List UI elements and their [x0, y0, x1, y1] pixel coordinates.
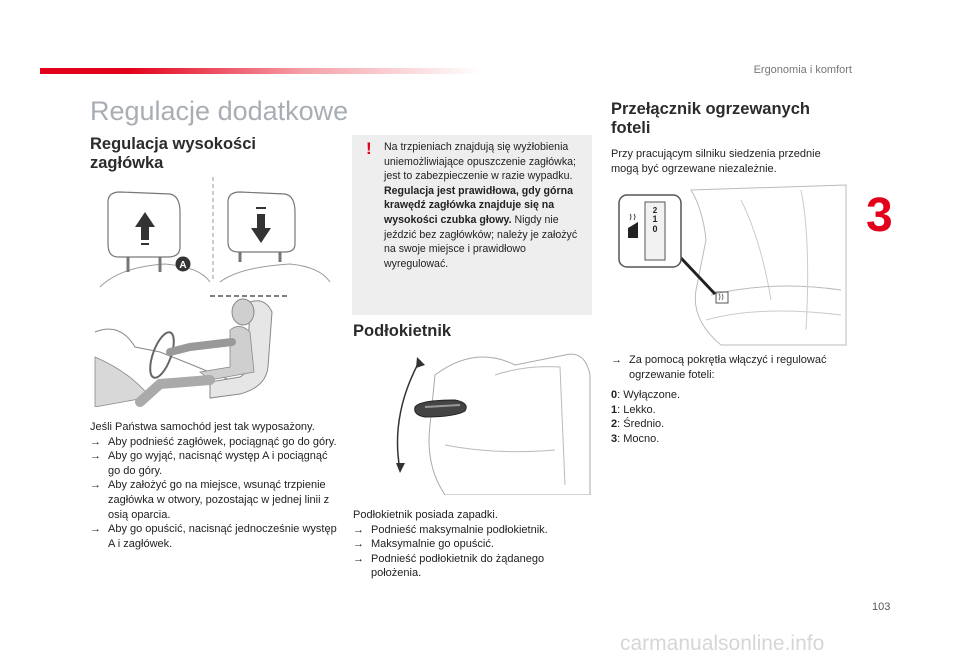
heating-intro: Przy pracującym silniku siedzenia przedn… — [611, 148, 821, 175]
list-item: →Maksymalnie go opuścić. — [353, 538, 494, 551]
label-a: A — [179, 260, 186, 271]
heating-illustration: 2 1 0 — [618, 184, 847, 346]
heating-levels: 0: Wyłączone. 1: Lekko. 2: Średnio. 3: M… — [611, 388, 811, 446]
bullet-arrow-icon: → — [90, 523, 101, 536]
headrest-text: Jeśli Państwa samochód jest tak wyposażo… — [90, 420, 340, 551]
bullet-arrow-icon: → — [611, 354, 622, 366]
header-red-bar — [40, 68, 480, 74]
bullet-arrow-icon: → — [353, 523, 364, 536]
warning-box — [352, 135, 592, 315]
warning-text: Na trzpieniach znajdują się wyżłobienia … — [384, 141, 578, 270]
warning-icon: ! — [366, 139, 372, 158]
bullet-arrow-icon: → — [90, 450, 101, 463]
heating-bullet: →Za pomocą pokrętła włączyć i regulować … — [611, 353, 851, 382]
label-a-circle — [175, 256, 191, 272]
list-item: →Podnieść podłokietnik do żądanego położ… — [353, 552, 545, 580]
armrest-illustration — [396, 353, 591, 495]
bullet-arrow-icon: → — [90, 435, 101, 448]
dial-label-1: 1 — [652, 214, 657, 224]
bullet-arrow-icon: → — [90, 479, 101, 492]
list-item: →Podnieść maksymalnie podłokietnik. — [353, 523, 548, 536]
section-label: Ergonomia i komfort — [753, 64, 852, 76]
list-item: →Aby założyć go na miejsce, wsunąć trzpi… — [90, 479, 330, 521]
list-item: 1: Lekko. — [611, 403, 656, 416]
list-item: 2: Średnio. — [611, 418, 665, 431]
dial-label-0: 0 — [652, 224, 657, 234]
list-item: 0: Wyłączone. — [611, 389, 680, 401]
armrest-intro: Podłokietnik posiada zapadki. — [353, 509, 498, 521]
list-item: →Za pomocą pokrętła włączyć i regulować … — [611, 354, 827, 381]
list-item: →Aby go wyjąć, nacisnąć występ A i pocią… — [90, 450, 328, 477]
headrest-heading: Regulacja wysokości zagłówka — [90, 135, 256, 172]
headrest-illustration: A — [90, 177, 340, 407]
armrest-text: Podłokietnik posiada zapadki. →Podnieść … — [353, 508, 588, 581]
page-title: Regulacje dodatkowe — [90, 96, 349, 126]
list-item: 3: Mocno. — [611, 432, 660, 445]
dial-label-2: 2 — [653, 206, 658, 215]
list-item: →Aby podnieść zagłówek, pociągnąć go do … — [90, 435, 337, 448]
armrest-heading: Podłokietnik — [353, 322, 452, 340]
headrest-intro: Jeśli Państwa samochód jest tak wyposażo… — [90, 421, 315, 433]
list-item: →Aby go opuścić, nacisnąć jednocześnie w… — [90, 523, 337, 550]
bullet-arrow-icon: → — [353, 538, 364, 551]
bullet-arrow-icon: → — [353, 552, 364, 565]
heating-heading: Przełącznik ogrzewanych foteli — [611, 100, 810, 137]
chapter-number: 3 — [866, 189, 893, 242]
footer-watermark: carmanualsonline.info — [620, 632, 825, 655]
page-number: 103 — [872, 601, 891, 613]
